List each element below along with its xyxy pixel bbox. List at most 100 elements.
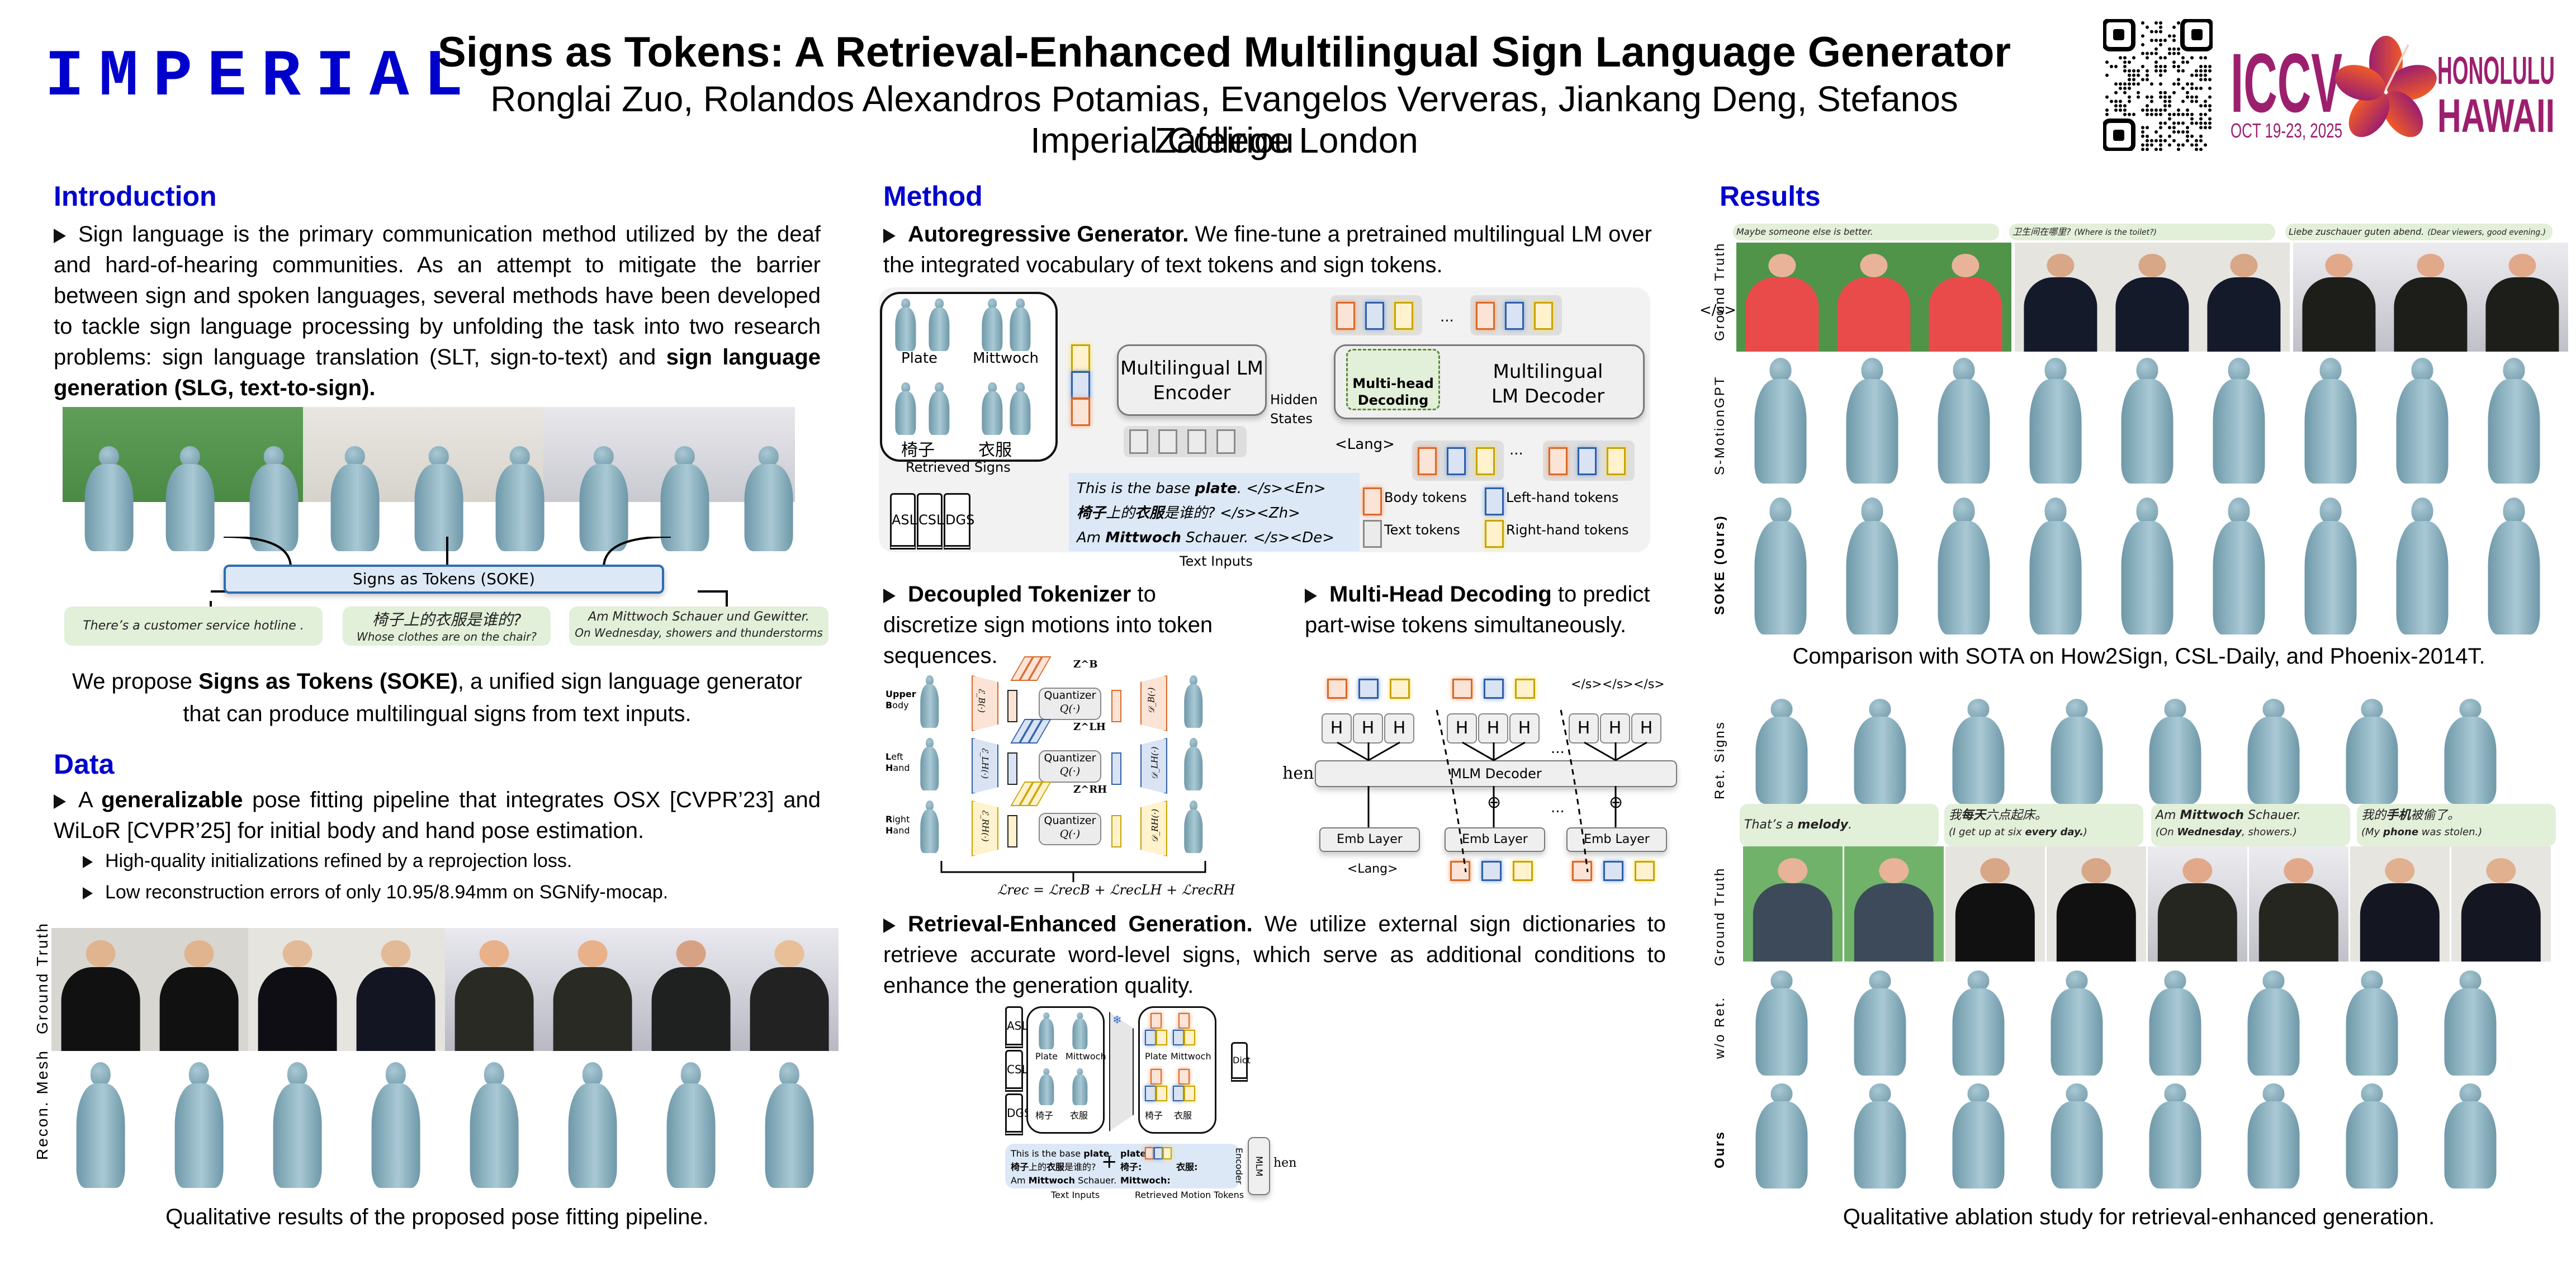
avatar-mesh xyxy=(2472,492,2556,637)
mesh-head xyxy=(98,446,120,466)
mesh-torso xyxy=(2304,521,2357,634)
retrieved-word: Plate xyxy=(1035,1051,1058,1062)
signer xyxy=(2385,243,2476,352)
signer-body xyxy=(1745,277,1819,352)
qr-code-icon[interactable] xyxy=(2102,18,2214,152)
summary-text: We propose xyxy=(72,669,199,694)
h-en-label: hen xyxy=(1282,764,1314,783)
signer-body xyxy=(651,967,731,1051)
signer-body xyxy=(1837,277,1911,352)
row-label-recon-mesh: Recon. Mesh xyxy=(34,1049,51,1160)
signer xyxy=(2015,243,2106,352)
mesh-head xyxy=(188,1062,210,1086)
encoder-label: ℰ_RH(·) xyxy=(980,809,991,842)
signer-head xyxy=(381,940,411,968)
mesh-head xyxy=(593,446,614,466)
eos-token: </s> xyxy=(1571,678,1602,692)
emb-layer-box: Emb Layer xyxy=(1319,827,1420,852)
mesh-torso xyxy=(1184,809,1203,853)
tokenizer-title: Decoupled Tokenizer xyxy=(908,582,1131,607)
avatar-mesh xyxy=(2133,966,2217,1078)
body-token xyxy=(1572,861,1592,881)
body-token xyxy=(1150,1069,1162,1085)
mesh-head xyxy=(2361,970,2383,991)
avatar-mesh xyxy=(2289,492,2373,637)
avatar-mesh xyxy=(2105,352,2189,486)
signer-photo xyxy=(2047,846,2146,962)
mesh-torso xyxy=(895,307,916,351)
avatar-mesh xyxy=(889,296,922,352)
decoder-label: 𝒟_LH(·) xyxy=(1149,746,1160,780)
dictionary-book: CSL xyxy=(1005,1050,1028,1092)
signer-photo xyxy=(1844,846,1944,962)
mesh-torso xyxy=(2121,521,2174,634)
legend-left-hand-label: Left-hand tokens xyxy=(1506,490,1619,505)
retrieved-signs-panel xyxy=(1026,1006,1105,1134)
section-title-introduction: Introduction xyxy=(54,181,217,212)
avatar-mesh xyxy=(1838,694,1922,806)
latent-vector xyxy=(1007,690,1017,722)
mesh-head xyxy=(2228,498,2250,524)
eos-token: </s> xyxy=(1602,678,1633,692)
avatar-mesh xyxy=(1068,1067,1092,1106)
left-hand-token xyxy=(1578,447,1597,475)
eos-token: </s> xyxy=(1633,678,1665,692)
mesh-torso xyxy=(2121,379,2174,484)
avatar-mesh xyxy=(2289,352,2373,486)
mesh-torso xyxy=(1072,1019,1088,1049)
avatar-mesh xyxy=(1034,1067,1059,1106)
mesh-torso xyxy=(2396,379,2449,484)
avatar-mesh xyxy=(1936,1079,2020,1191)
mesh-head xyxy=(2228,357,2250,382)
signer-body xyxy=(258,967,337,1051)
right-hand-token xyxy=(1184,1030,1195,1045)
avatar-mesh xyxy=(2380,492,2464,637)
text-inputs-label: Text Inputs xyxy=(1180,553,1253,569)
multihead-text: to predict part-wise tokens simultaneous… xyxy=(1305,582,1650,637)
mesh-head xyxy=(2066,970,2088,991)
mesh-head xyxy=(2459,970,2482,991)
word-clothes: 衣服 xyxy=(978,441,1012,460)
signer-head xyxy=(2417,253,2445,278)
signer xyxy=(2293,243,2385,352)
ellipsis: ... xyxy=(1440,309,1454,325)
token-label: Mittwoch: xyxy=(1120,1175,1171,1186)
head-box: H xyxy=(1600,713,1630,744)
signer xyxy=(2047,846,2146,962)
input-text: There’s a customer service hotline . xyxy=(83,619,304,633)
mesh-torso xyxy=(929,307,950,351)
data-sub-bullet-2: Low reconstruction errors of only 10.95/… xyxy=(83,877,821,908)
signer-photo xyxy=(1945,846,2045,962)
mesh-head xyxy=(287,1062,308,1086)
avatar-mesh xyxy=(1034,1011,1059,1050)
autoregressive-title: Autoregressive Generator. xyxy=(908,222,1189,247)
mesh-head xyxy=(2319,357,2342,382)
mesh-torso xyxy=(1039,1019,1054,1049)
iccv-dates: OCT 19-23, 2025 xyxy=(2231,119,2342,142)
retrieved-word: 衣服 xyxy=(1070,1110,1088,1121)
mesh-torso xyxy=(2444,988,2497,1076)
signer-head xyxy=(2047,253,2075,278)
avatar-mesh xyxy=(1739,352,1822,486)
avatar-mesh xyxy=(2105,492,2189,637)
soke-model-box: Signs as Tokens (SOKE) xyxy=(224,565,664,594)
word-plate: Plate xyxy=(901,350,938,367)
multihead-connectors xyxy=(1337,709,1647,873)
autoregressive-paragraph: Autoregressive Generator. We fine-tune a… xyxy=(883,219,1666,281)
data-text-bold: generalizable xyxy=(101,788,243,812)
row-label: Ground Truth xyxy=(1712,242,1727,341)
signer-photo xyxy=(543,928,642,1051)
mesh-head xyxy=(988,299,997,309)
text-input-de: Am Mittwoch Schauer. </s><De> xyxy=(1077,529,1335,546)
poster-title: Signs as Tokens: A Retrieval-Enhanced Mu… xyxy=(438,29,2011,76)
avatar-mesh xyxy=(2330,1079,2414,1191)
encoder-label: ℰ_LH(·) xyxy=(980,747,991,779)
mesh-torso xyxy=(1854,1101,1906,1188)
signer-photo xyxy=(2249,846,2348,962)
mesh-torso xyxy=(273,1083,322,1188)
dictionary-asl: ASL xyxy=(890,493,917,550)
multihead-paragraph: Multi-Head Decoding to predict part-wise… xyxy=(1305,579,1663,641)
mesh-head xyxy=(680,1062,702,1086)
avatar-mesh xyxy=(915,673,945,729)
avatar-mesh xyxy=(2197,352,2281,486)
